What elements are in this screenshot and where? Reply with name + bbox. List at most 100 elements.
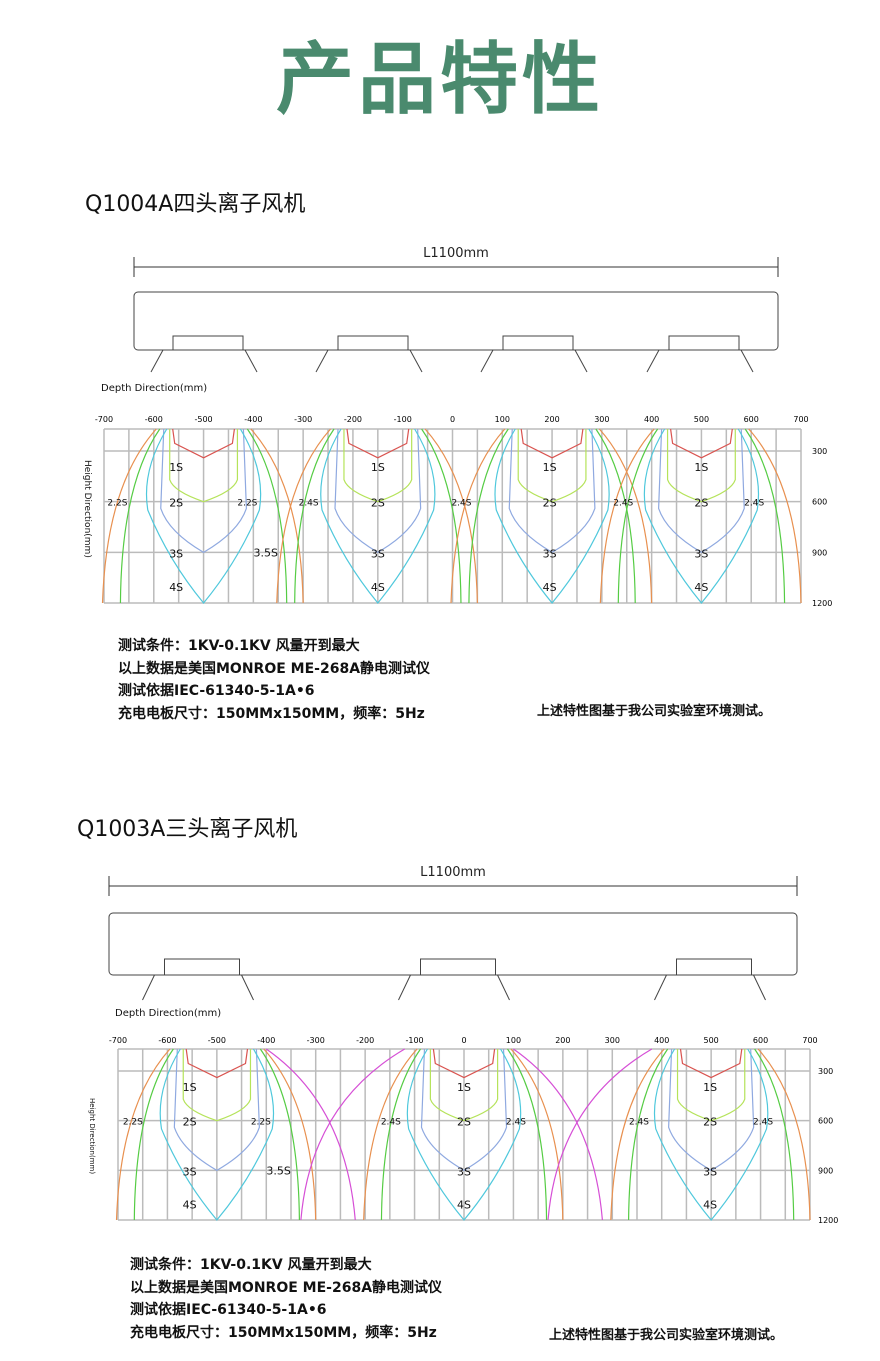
note-line: 充电电板尺寸：150MMx150MM，频率：5Hz	[130, 1324, 437, 1341]
airflow-line	[398, 974, 411, 1001]
side-label: 2.4S	[753, 1118, 773, 1128]
y-tick-label: 300	[812, 447, 827, 456]
contour-3s	[173, 1048, 260, 1172]
contour-label: 3S	[371, 547, 385, 560]
fan-head	[668, 335, 740, 351]
y-tick-label: 600	[812, 498, 827, 507]
contour-green	[617, 428, 659, 604]
contour-label: 2S	[457, 1116, 471, 1129]
contour-label: 1S	[703, 1081, 717, 1094]
contour-label: 4S	[543, 581, 557, 594]
contour-label: 3S	[183, 1165, 197, 1178]
x-tick-label: -100	[405, 1036, 423, 1045]
airflow-line	[409, 349, 423, 373]
x-tick-label: -600	[145, 415, 163, 424]
contour-2s	[676, 1049, 746, 1122]
x-tick-label: 700	[793, 415, 808, 424]
x-tick-label: 100	[506, 1036, 521, 1045]
x-tick-label: -300	[294, 415, 312, 424]
x-tick-label: 600	[753, 1036, 768, 1045]
contour-label: 1S	[694, 461, 708, 474]
note-line: 以上数据是美国MONROE ME-268A静电测试仪	[130, 1279, 443, 1296]
x-tick-label: -500	[208, 1036, 226, 1045]
contour-orange	[757, 1048, 811, 1221]
contour-orange	[598, 428, 653, 604]
side-label: 2.4S	[299, 499, 319, 509]
airflow-line	[654, 974, 667, 1001]
contour-label: 3S	[694, 547, 708, 560]
y-tick-label: 300	[818, 1067, 833, 1076]
contour-label: 4S	[703, 1198, 717, 1211]
note-line: 测试条件：1KV-0.1KV 风量开到最大	[118, 638, 360, 654]
side-label: 3.5S	[266, 1164, 290, 1177]
contour-label: 2S	[543, 497, 557, 510]
airflow-line	[315, 349, 329, 373]
side-label: 2.2S	[123, 1118, 143, 1128]
contour-1s	[670, 428, 733, 459]
fan-head	[337, 335, 409, 351]
contour-label: 4S	[183, 1198, 197, 1211]
x-tick-label: -600	[158, 1036, 176, 1045]
contour-3s	[334, 428, 422, 554]
depth-axis-label: Depth Direction(mm)	[115, 1008, 222, 1019]
contour-label: 2S	[183, 1116, 197, 1129]
contour-label: 1S	[457, 1081, 471, 1094]
contour-green	[246, 428, 288, 604]
y-tick-label: 1200	[812, 599, 832, 608]
contour-1s	[185, 1048, 249, 1079]
contour-orange	[748, 428, 802, 604]
x-tick-label: 200	[544, 415, 559, 424]
airflow-line	[244, 349, 258, 373]
y-tick-label: 600	[818, 1117, 833, 1126]
side-label: 2.4S	[613, 499, 633, 509]
contour-label: 3S	[169, 547, 183, 560]
x-tick-label: 400	[644, 415, 659, 424]
length-label: L1100mm	[420, 865, 486, 880]
contour-4s	[145, 428, 262, 604]
contour-magenta	[300, 1048, 405, 1221]
x-tick-label: -100	[394, 415, 412, 424]
contour-magenta	[547, 1048, 653, 1221]
x-tick-label: 100	[495, 415, 510, 424]
x-tick-label: 0	[461, 1036, 466, 1045]
x-tick-label: 600	[744, 415, 759, 424]
page-title: 产品特性	[275, 35, 604, 125]
test-notes: 测试条件：1KV-0.1KV 风量开到最大 以上数据是美国MONROE ME-2…	[118, 635, 430, 725]
x-tick-label: -200	[356, 1036, 374, 1045]
contour-orange	[363, 1048, 418, 1221]
contour-3s	[160, 428, 247, 554]
length-label: L1100mm	[423, 246, 489, 261]
contour-orange	[263, 1048, 317, 1221]
lab-note: 上述特性图基于我公司实验室环境测试。	[537, 704, 772, 719]
side-label: 2.4S	[506, 1118, 526, 1128]
contour-label: 3S	[457, 1165, 471, 1178]
airflow-line	[142, 974, 155, 1001]
side-label: 2.2S	[107, 499, 127, 509]
contour-4s	[643, 428, 760, 604]
side-label: 2.2S	[251, 1118, 271, 1128]
contour-label: 2S	[371, 497, 385, 510]
airflow-line	[753, 974, 766, 1001]
contour-green	[259, 1048, 301, 1221]
fan-body	[133, 291, 779, 351]
x-tick-label: 700	[802, 1036, 817, 1045]
contour-green	[119, 428, 161, 604]
contour-orange	[276, 428, 331, 604]
contour-4s	[653, 1048, 769, 1221]
airflow-line	[480, 349, 494, 373]
side-label: 2.4S	[629, 1118, 649, 1128]
contour-3s	[508, 428, 596, 554]
x-tick-label: -300	[307, 1036, 325, 1045]
contour-orange	[610, 1048, 665, 1221]
airflow-line	[150, 349, 164, 373]
contour-2s	[517, 429, 587, 503]
y-tick-label: 900	[812, 548, 827, 557]
side-label: 2.2S	[237, 499, 257, 509]
contour-label: 4S	[371, 581, 385, 594]
lab-note: 上述特性图基于我公司实验室环境测试。	[549, 1328, 784, 1343]
contour-orange	[115, 1048, 171, 1221]
x-tick-label: 300	[594, 415, 609, 424]
fan-head	[676, 958, 752, 976]
contour-magenta	[513, 1048, 603, 1221]
